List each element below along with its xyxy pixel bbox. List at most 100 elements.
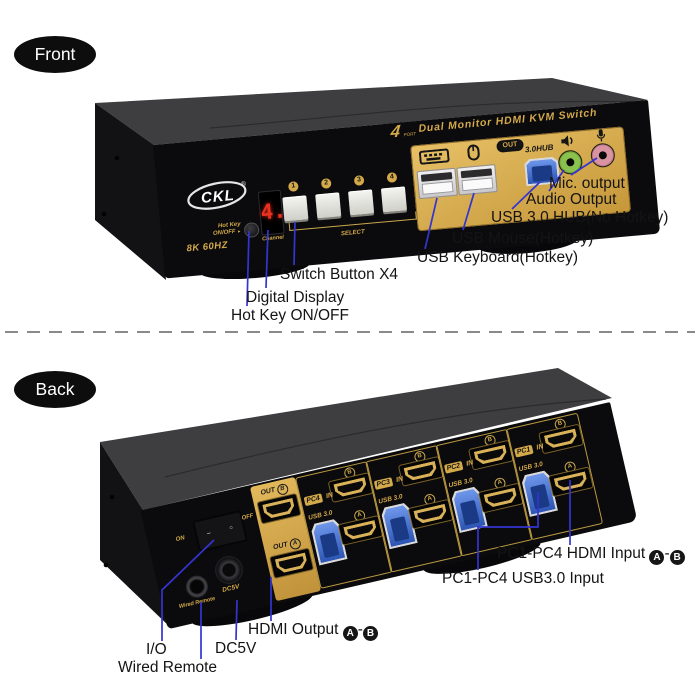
pc1-hdmi-b-port [538,423,584,455]
front-screw-hole-top [114,155,120,161]
front-panel: 4 PORT Dual Monitor HDMI KVM Switch CKL … [153,100,661,279]
pc1-hdmi-a-port [548,466,594,498]
callout-wired-remote: Wired Remote [118,659,218,676]
ckl-logo-swoosh [187,181,247,210]
select-button-3 [348,189,375,216]
speaker-icon [561,135,573,147]
mouse-icon [467,144,480,161]
wired-remote-device-label: Wired Remote [178,595,216,611]
callout-mouse: USB Mouse(Hotkey) [452,230,594,247]
pc2-in-text: IN [465,459,475,468]
usb-keyboard-port-slot [420,172,453,182]
mic-output-jack-hole [598,150,608,160]
hotkey-button [243,221,260,239]
pc4-hdmi-a-port [337,514,384,546]
out-b-text: OUT [259,486,276,497]
keyboard-icon [418,148,450,165]
select-button-4 [380,186,408,213]
hotkey-device-label: Hot Key ON/OFF ► [202,221,242,237]
callout-hdmi-output-a-circle: A [342,626,358,641]
callout-hdmi-input-a-circle: A [649,550,665,565]
front-view-badge-label: Front [34,44,76,64]
callout-digital-display: Digital Display [246,289,345,306]
front-gold-panel: OUT 3.0HUB [410,126,632,232]
callout-mic: Mic. output [549,175,625,192]
back-device-lid-seam [164,398,607,478]
select-caption-text: SELECT [337,228,368,238]
back-device-top-face [100,368,612,510]
usb-keyboard-port [416,167,458,200]
dc-power-jack [212,553,246,587]
callout-hdmi-output-dash: - [357,621,363,638]
pc4-hdmi-b-port [327,472,374,503]
callout-hdmi-output-b-circle: B [362,626,378,641]
callout-usb-input: PC1-PC4 USB3.0 Input [442,570,604,587]
pc2-hdmi-a-port [477,482,524,514]
dc-device-label: DC5V [221,583,241,594]
button-number-1: 1 [287,181,299,192]
mic-icon [596,129,606,142]
select-button-1 [282,195,309,222]
pc3-hdmi-a-port [407,498,454,530]
front-view-badge: Front [14,36,96,73]
pc4-in-label: PC4 IN [302,484,334,508]
back-view-badge: Back [14,371,96,408]
channel-display: 4. [257,189,287,236]
callout-switch-button: Switch Button X4 [280,266,399,283]
back-screw-hole-top [109,494,115,500]
back-device-left-face [100,442,170,627]
hub-label: 3.0HUB [524,142,554,155]
pc3-in-text: IN [395,475,404,485]
button-number-2: 2 [320,178,332,189]
audio-output-jack [557,149,584,176]
callout-hdmi-output-text: HDMI Output [248,621,339,638]
power-on-label: ON [175,535,186,544]
usb-keyboard-port-tongue [421,181,454,195]
pc2-hdmi-b-port [467,439,514,471]
usb-mouse-port-slot [460,168,493,179]
out-a-text: OUT [272,541,289,552]
pc2-in-label: PC2 IN [442,452,474,476]
usb-mouse-port [456,164,498,196]
audio-output-jack-hole [565,157,575,167]
back-screw-hole-bottom [103,562,109,568]
power-switch-circle: ○ [228,525,234,532]
callout-hdmi-input-text: PC1-PC4 HDMI Input [497,545,646,562]
pc3-hdmi-b-port [397,455,444,487]
front-device-lid-seam [209,100,646,129]
callout-hub: USB 3.0 HUB(No Hotkey) [491,209,669,226]
button-number-3: 3 [353,175,365,186]
channel-caption: Channel [261,234,285,243]
pc4-badge: PC4 [303,493,323,507]
power-switch: − ○ [192,509,248,553]
pc1-in-label: PC1 IN [512,435,544,459]
back-view-badge-label: Back [35,379,75,399]
callout-audio: Audio Output [526,191,617,208]
pc3-in-label: PC3 IN [372,468,404,492]
front-device-left-face [95,103,166,280]
callout-keyboard: USB Keyboard(Hotkey) [417,249,579,266]
callout-io: I/O [146,641,167,658]
callout-hotkey: Hot Key ON/OFF [231,307,349,324]
pc4-in-text: IN [325,491,334,501]
callout-dc: DC5V [215,640,257,657]
wired-remote-jack [183,573,211,600]
power-off-label: OFF [241,513,255,522]
banner-port-word: PORT [403,131,417,138]
pc1-in-text: IN [535,443,545,452]
banner-port-number: 4 [389,121,402,142]
select-button-2 [315,192,342,219]
ckl-logo: CKL ® [187,180,247,210]
ckl-logo-text: CKL [200,187,235,207]
front-device-top-face [95,78,648,145]
hotkey-device-label-arrow: ► [236,227,242,234]
callout-hdmi-input: PC1-PC4 HDMI Input A-B [497,545,685,565]
out-badge: OUT [496,138,525,153]
pc3-badge: PC3 [373,477,393,490]
callout-hdmi-output: HDMI Output A-B [248,621,378,641]
front-screw-hole-bottom [101,211,107,217]
pc2-badge: PC2 [443,461,464,474]
button-number-4: 4 [386,172,398,183]
usb-mouse-port-tongue [461,177,494,192]
pc1-badge: PC1 [514,444,534,458]
